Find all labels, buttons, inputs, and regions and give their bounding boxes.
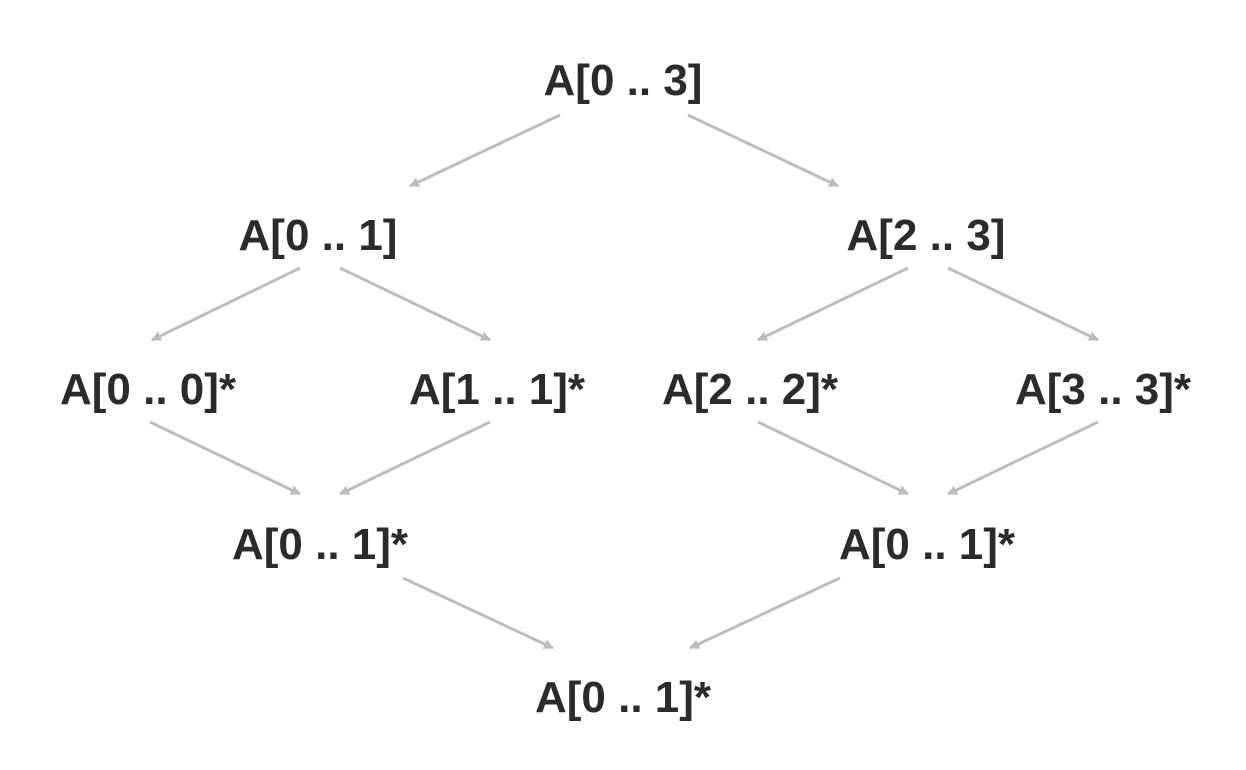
- node-left-half: A[0 .. 1]: [239, 211, 398, 260]
- edge-right-half-to-leaf-3: [947, 266, 1099, 342]
- node-leaf-1: A[1 .. 1]*: [409, 365, 586, 414]
- edge-leaf-0-to-merge-left: [149, 420, 301, 496]
- edge-leaf-2-to-merge-right: [757, 420, 909, 496]
- node-leaf-2: A[2 .. 2]*: [662, 365, 839, 414]
- node-merge-left: A[0 .. 1]*: [232, 520, 409, 569]
- edge-merge-right-to-merge-final: [689, 576, 841, 650]
- nodes-group: A[0 .. 3] A[0 .. 1] A[2 .. 3] A[0 .. 0]*…: [60, 56, 1192, 722]
- edge-left-half-to-leaf-1: [339, 266, 491, 342]
- node-merge-right: A[0 .. 1]*: [839, 520, 1016, 569]
- edges-group: [149, 113, 1099, 650]
- edge-root-to-right-half: [687, 113, 839, 188]
- node-root: A[0 .. 3]: [544, 56, 703, 105]
- node-merge-final: A[0 .. 1]*: [535, 673, 712, 722]
- edge-leaf-1-to-merge-left: [339, 420, 491, 496]
- node-right-half: A[2 .. 3]: [847, 211, 1006, 260]
- edge-leaf-3-to-merge-right: [947, 420, 1099, 496]
- edge-right-half-to-leaf-2: [757, 266, 909, 342]
- node-leaf-3: A[3 .. 3]*: [1015, 365, 1192, 414]
- edge-root-to-left-half: [409, 113, 561, 188]
- edge-left-half-to-leaf-0: [151, 266, 301, 342]
- edge-merge-left-to-merge-final: [402, 576, 554, 650]
- node-leaf-0: A[0 .. 0]*: [60, 365, 237, 414]
